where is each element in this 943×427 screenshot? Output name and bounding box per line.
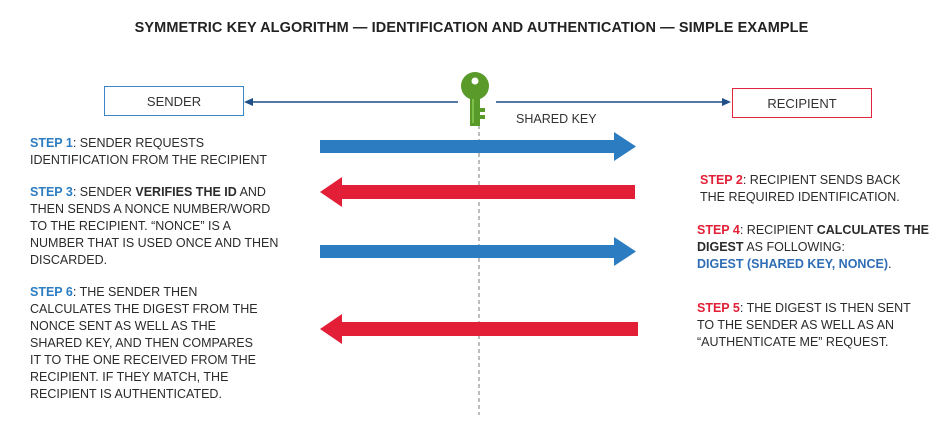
recipient-box: RECIPIENT xyxy=(732,88,872,118)
step-2-tag: STEP 2 xyxy=(700,173,743,187)
step-5-line-2: TO THE SENDER AS WELL AS AN xyxy=(697,318,895,332)
step-6-line-1: : THE SENDER THEN xyxy=(72,285,198,299)
arrow-step2-red xyxy=(320,177,635,207)
step-5-tag: STEP 5 xyxy=(697,301,740,315)
step-2-text: STEP 2: RECIPIENT SENDS BACK THE REQUIRE… xyxy=(700,172,900,206)
step-6-line-5: IT TO THE ONE RECEIVED FROM THE xyxy=(30,353,256,367)
step-4-line-2: AS FOLLOWING: xyxy=(743,240,845,254)
step-3-tag: STEP 3 xyxy=(30,185,73,199)
step-4-bold-2: DIGEST xyxy=(697,240,744,254)
step-3-line-3: TO THE RECIPIENT. “NONCE” IS A xyxy=(30,219,231,233)
arrow-step1-blue xyxy=(320,132,636,161)
step-4-line-1a: : RECIPIENT xyxy=(739,223,817,237)
step-3-line-5: DISCARDED. xyxy=(30,253,108,267)
step-6-line-3: NONCE SENT AS WELL AS THE xyxy=(30,319,216,333)
diagram-title: SYMMETRIC KEY ALGORITHM — IDENTIFICATION… xyxy=(134,20,809,36)
key-icon xyxy=(461,72,489,126)
connector-arrowhead-right xyxy=(722,98,731,106)
step-3-line-2: THEN SENDS A NONCE NUMBER/WORD xyxy=(30,202,271,216)
step-6-line-6: RECIPIENT. IF THEY MATCH, THE xyxy=(30,370,229,384)
step-4-digest: DIGEST (SHARED KEY, NONCE) xyxy=(697,257,888,271)
step-5-text: STEP 5: THE DIGEST IS THEN SENT TO THE S… xyxy=(697,300,911,351)
step-1-text: STEP 1: SENDER REQUESTS IDENTIFICATION F… xyxy=(30,135,267,169)
step-3-line-4: NUMBER THAT IS USED ONCE AND THEN xyxy=(30,236,279,250)
step-4-period: . xyxy=(888,257,892,271)
step-4-text: STEP 4: RECIPIENT CALCULATES THE DIGEST … xyxy=(697,222,929,273)
sender-box: SENDER xyxy=(104,86,244,116)
step-6-line-4: SHARED KEY, AND THEN COMPARES xyxy=(30,336,253,350)
step-1-tag: STEP 1 xyxy=(30,136,73,150)
step-6-line-7: RECIPIENT IS AUTHENTICATED. xyxy=(30,387,222,401)
step-6-tag: STEP 6 xyxy=(30,285,73,299)
arrow-step5-red xyxy=(320,314,638,344)
step-2-line-2: THE REQUIRED IDENTIFICATION. xyxy=(700,190,900,204)
step-1-line-1: : SENDER REQUESTS xyxy=(72,136,205,150)
connector-arrowhead-left xyxy=(244,98,253,106)
step-5-line-3: “AUTHENTICATE ME” REQUEST. xyxy=(697,335,889,349)
step-6-text: STEP 6: THE SENDER THEN CALCULATES THE D… xyxy=(30,284,258,403)
step-4-bold-1: CALCULATES THE xyxy=(816,223,929,237)
step-3-text: STEP 3: SENDER VERIFIES THE ID AND THEN … xyxy=(30,184,278,269)
step-5-line-1: : THE DIGEST IS THEN SENT xyxy=(739,301,911,315)
shared-key-label: SHARED KEY xyxy=(516,112,597,126)
step-6-line-2: CALCULATES THE DIGEST FROM THE xyxy=(30,302,258,316)
arrow-step3-blue xyxy=(320,237,636,266)
step-1-line-2: IDENTIFICATION FROM THE RECIPIENT xyxy=(30,153,268,167)
step-3-line-1b: AND xyxy=(236,185,266,199)
step-2-line-1: : RECIPIENT SENDS BACK xyxy=(742,173,901,187)
step-4-tag: STEP 4 xyxy=(697,223,740,237)
step-3-line-1a: : SENDER xyxy=(72,185,136,199)
step-3-bold: VERIFIES THE ID xyxy=(135,185,237,199)
